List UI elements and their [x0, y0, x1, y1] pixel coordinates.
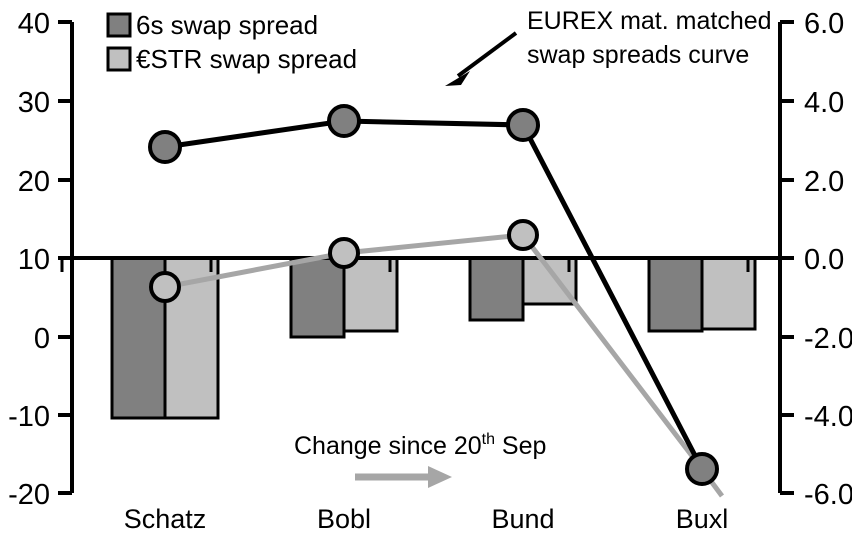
change-since-suffix: Sep	[495, 432, 546, 460]
left-axis-label-20: 20	[18, 166, 50, 198]
left-axis: 40 30 20 10 0 -10 -20	[8, 8, 74, 511]
legend-swatch-6s	[106, 12, 132, 38]
left-axis-label-0: 0	[34, 323, 50, 355]
eurex-marker-schatz	[148, 130, 182, 164]
eurex-annotation-line1: EUREX mat. matched	[527, 7, 772, 35]
bar-estr-buxl	[700, 256, 757, 331]
bar-group-bobl	[289, 256, 399, 339]
gray-spread-line-series	[149, 219, 725, 498]
right-axis-label-neg4: -4.0	[804, 401, 852, 433]
eurex-annotation: EUREX mat. matched swap spreads curve	[445, 7, 772, 86]
gray-marker-bobl	[328, 237, 360, 269]
eurex-curve-series	[148, 104, 719, 486]
eurex-marker-bobl	[327, 104, 361, 138]
cat-label-bund: Bund	[491, 504, 554, 534]
eurex-marker-buxl	[685, 452, 719, 486]
bar-6s-buxl	[647, 256, 704, 333]
chart-legend: 6s swap spread €STR swap spread	[106, 10, 357, 74]
legend-label-6s: 6s swap spread	[136, 10, 318, 40]
x-axis-ticks	[60, 258, 750, 272]
change-since-annotation: Change since 20th Sep	[294, 431, 546, 488]
left-axis-label-30: 30	[18, 87, 50, 119]
gray-marker-bund	[507, 219, 539, 251]
cat-label-schatz: Schatz	[124, 504, 207, 534]
bar-estr-bobl	[342, 256, 399, 333]
left-axis-label-10: 10	[18, 244, 50, 276]
eurex-curve-line	[164, 118, 705, 471]
cat-label-buxl: Buxl	[676, 504, 729, 534]
eurex-annotation-line2: swap spreads curve	[527, 41, 749, 69]
bar-6s-bund	[468, 256, 525, 322]
change-since-text: Change since 20th Sep	[294, 431, 546, 460]
right-axis-label-6: 6.0	[804, 8, 844, 40]
bar-group-buxl	[647, 256, 757, 333]
eurex-marker-bund	[506, 108, 540, 142]
right-axis-label-neg2: -2.0	[804, 323, 852, 355]
cat-label-bobl: Bobl	[317, 504, 371, 534]
legend-label-estr: €STR swap spread	[136, 44, 357, 74]
left-axis-label-neg10: -10	[8, 401, 50, 433]
change-since-prefix: Change since 20	[294, 432, 482, 460]
change-since-superscript: th	[482, 431, 495, 448]
right-axis-label-0: 0.0	[804, 244, 844, 276]
left-axis-label-neg20: -20	[8, 479, 50, 511]
legend-swatch-estr	[106, 46, 132, 72]
change-since-arrow-head-icon	[428, 466, 452, 488]
right-axis: 6.0 4.0 2.0 0.0 -2.0 -4.0 -6.0	[778, 8, 852, 511]
right-axis-label-neg6: -6.0	[804, 479, 852, 511]
bar-6s-bobl	[289, 256, 346, 339]
x-axis-category-labels: Schatz Bobl Bund Buxl	[124, 504, 729, 534]
right-axis-label-4: 4.0	[804, 87, 844, 119]
eurex-annotation-arrow-shaft	[456, 31, 518, 78]
right-axis-label-2: 2.0	[804, 166, 844, 198]
left-axis-label-40: 40	[18, 8, 50, 40]
gray-marker-schatz	[149, 271, 181, 303]
eurex-annotation-arrow-head-icon	[445, 71, 470, 86]
